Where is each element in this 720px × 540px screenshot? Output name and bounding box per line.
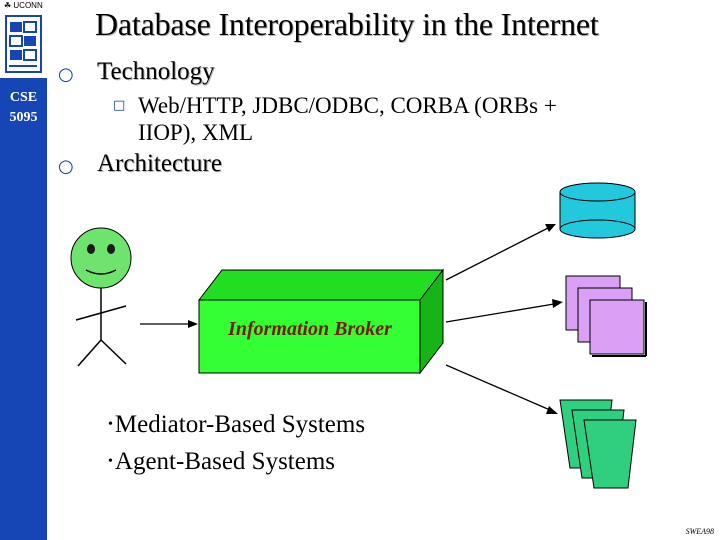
- sub-bullet-marker: □: [113, 98, 126, 113]
- broker-to-documents-arrow: [445, 303, 555, 323]
- slide-title: Database Interoperability in the Interne…: [95, 6, 599, 42]
- bullet-architecture: Architecture: [97, 150, 222, 177]
- sub-bullet-technologies: Web/HTTP, JDBC/ODBC, CORBA (ORBs + IIOP)…: [138, 93, 557, 145]
- logo-panel: ☘ UCONN: [0, 0, 47, 78]
- systems-list: •Mediator-Based Systems •Agent-Based Sys…: [108, 408, 365, 482]
- bullet-marker: ○: [58, 156, 74, 177]
- agents-icon: [559, 399, 637, 489]
- bullet-technology: Technology: [97, 58, 215, 85]
- uconn-logo-text: ☘ UCONN: [4, 1, 43, 10]
- documents-icon: [565, 275, 647, 357]
- bullet-marker: ○: [58, 64, 74, 85]
- information-broker-box: [197, 268, 445, 375]
- user-stick-figure: [70, 227, 132, 367]
- broker-to-agents-arrow: [445, 364, 551, 411]
- broker-to-database-arrow: [445, 227, 549, 281]
- list-item: •Mediator-Based Systems: [108, 411, 366, 438]
- sidebar: ☘ UCONN CSE 5095: [0, 0, 47, 540]
- course-code: CSE 5095: [9, 90, 38, 125]
- list-item: •Agent-Based Systems: [108, 448, 336, 475]
- information-broker-label: Information Broker: [228, 318, 392, 340]
- database-icon: [559, 182, 636, 239]
- uconn-logo-icon: [5, 15, 42, 73]
- footer-label: SWEA98: [685, 527, 714, 536]
